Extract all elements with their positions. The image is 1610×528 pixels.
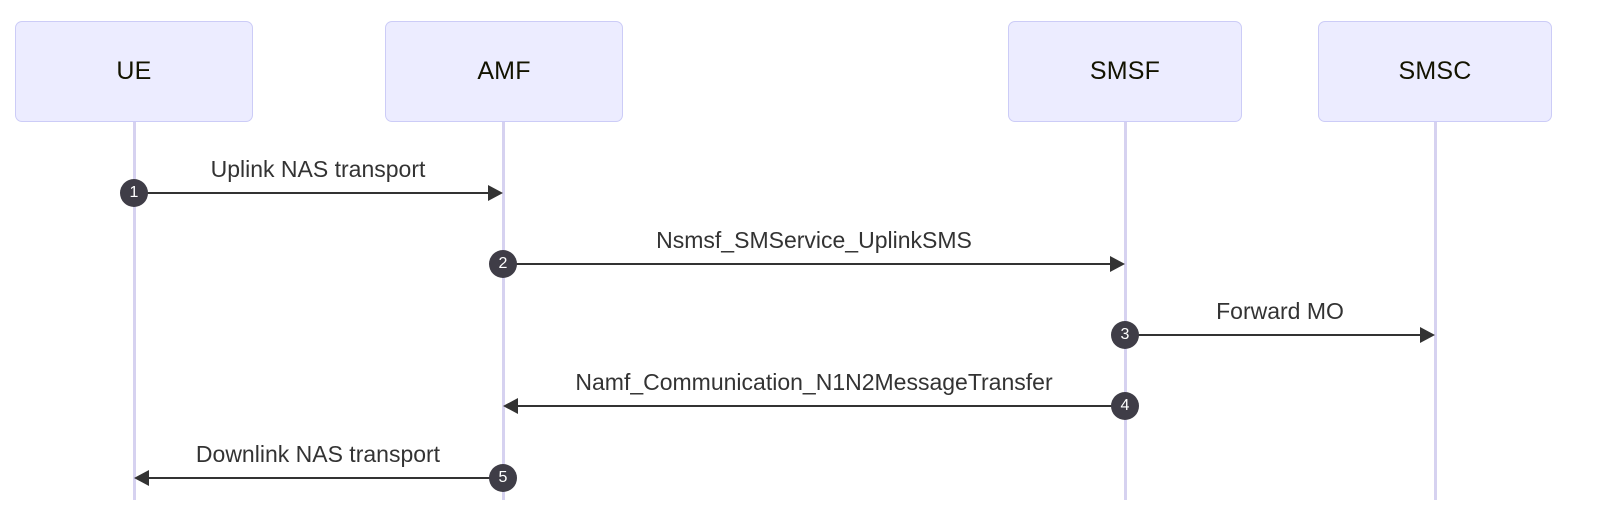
message-label: Nsmsf_SMService_UplinkSMS [656, 227, 972, 253]
sequence-number-badge: 2 [489, 250, 517, 278]
sequence-number-badge: 3 [1111, 321, 1139, 349]
message-label: Downlink NAS transport [195, 441, 441, 467]
arrowhead-right-1 [488, 185, 503, 201]
participant-smsf[interactable]: SMSF [1008, 21, 1242, 122]
participant-label: SMSC [1398, 57, 1472, 85]
message-line-2 [503, 263, 1110, 265]
sequence-number-badge: 1 [120, 179, 148, 207]
message-line-3 [1125, 334, 1420, 336]
lifeline-ue [133, 122, 136, 500]
participant-label: SMSF [1089, 57, 1161, 85]
arrowhead-left-5 [134, 470, 149, 486]
participant-label: AMF [477, 57, 531, 85]
sequence-number-badge: 4 [1111, 392, 1139, 420]
message-line-4 [518, 405, 1125, 407]
lifeline-smsf [1124, 122, 1127, 500]
participant-amf[interactable]: AMF [385, 21, 623, 122]
message-label: Uplink NAS transport [210, 156, 426, 182]
message-label: Namf_Communication_N1N2MessageTransfer [575, 369, 1053, 395]
message-label: Forward MO [1216, 298, 1344, 324]
message-line-1 [134, 192, 488, 194]
arrowhead-right-2 [1110, 256, 1125, 272]
arrowhead-left-4 [503, 398, 518, 414]
arrowhead-right-3 [1420, 327, 1435, 343]
participant-ue[interactable]: UE [15, 21, 253, 122]
participant-smsc[interactable]: SMSC [1318, 21, 1552, 122]
participant-label: UE [116, 57, 152, 85]
sequence-number-badge: 5 [489, 464, 517, 492]
message-line-5 [149, 477, 503, 479]
lifeline-smsc [1434, 122, 1437, 500]
lifeline-amf [502, 122, 505, 500]
